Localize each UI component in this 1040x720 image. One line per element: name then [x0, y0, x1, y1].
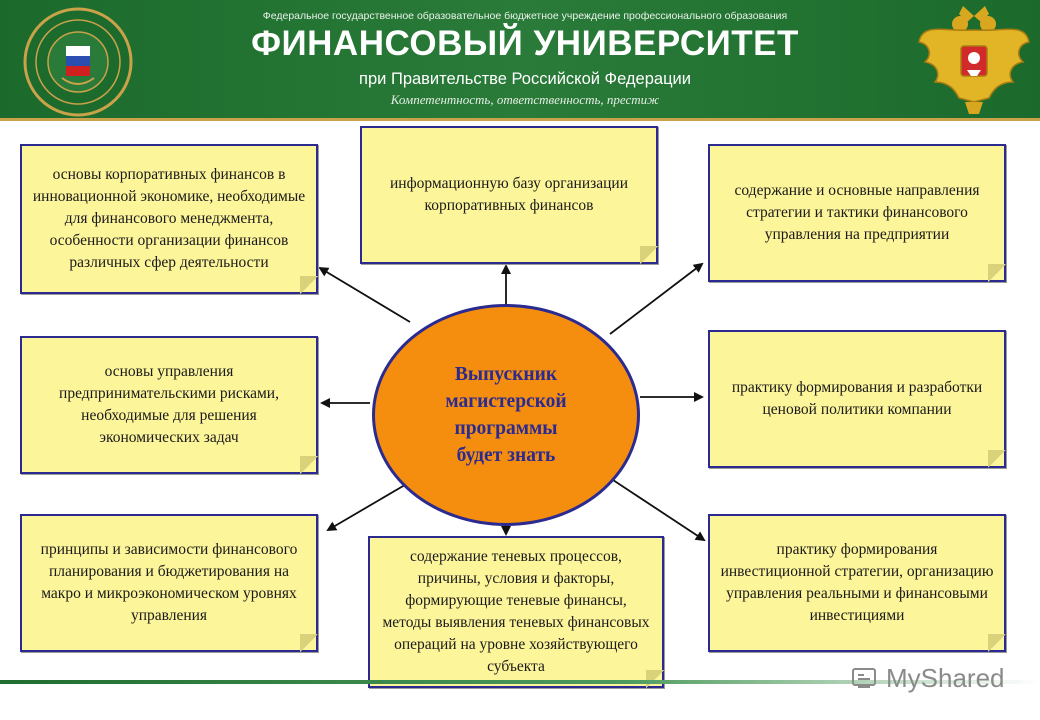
page-fold-icon	[646, 670, 664, 688]
box-top-right: содержание и основные направления страте…	[708, 144, 1006, 282]
box-bottom-left-text: принципы и зависимости финансового плани…	[40, 541, 298, 624]
page-fold-icon	[300, 634, 318, 652]
page-fold-icon	[988, 450, 1006, 468]
center-line-1: Выпускник	[454, 364, 558, 385]
box-top-left: основы корпоративных финансов в инноваци…	[20, 144, 318, 294]
header-background	[0, 0, 1040, 118]
box-top-center-text: информационную базу организации корпорат…	[389, 175, 629, 214]
box-bottom-center: содержание теневых процессов, причины, у…	[368, 536, 664, 688]
header-divider	[0, 118, 1040, 121]
page-fold-icon	[640, 246, 658, 264]
box-mid-left-text: основы управления предпринимательскими р…	[59, 363, 279, 446]
box-bottom-center-text: содержание теневых процессов, причины, у…	[382, 548, 650, 675]
center-line-4: будет знать	[456, 445, 556, 466]
page-fold-icon	[300, 276, 318, 294]
center-text: Выпускник магистерской программы будет з…	[421, 361, 591, 469]
box-bottom-right-text: практику формирования инвестиционной стр…	[720, 541, 994, 624]
myshared-logo-icon	[852, 668, 876, 688]
motto: Компетентность, ответственность, престиж	[390, 92, 660, 107]
center-oval: Выпускник магистерской программы будет з…	[372, 304, 640, 526]
russian-coat-of-arms-icon	[918, 6, 1030, 114]
footer-line	[0, 680, 1040, 684]
page-fold-icon	[300, 456, 318, 474]
arrow-top-left	[318, 266, 411, 323]
university-seal-icon	[23, 7, 133, 117]
box-mid-right-text: практику формирования и разработки ценов…	[731, 379, 983, 418]
box-bottom-left: принципы и зависимости финансового плани…	[20, 514, 318, 652]
arrow-bottom-right	[609, 477, 706, 542]
box-top-left-text: основы корпоративных финансов в инноваци…	[32, 166, 306, 271]
watermark: MyShared	[850, 660, 1010, 696]
center-line-3: программы	[454, 418, 558, 439]
arrow-bottom-left	[326, 481, 411, 532]
watermark-text: MyShared	[886, 662, 1005, 693]
page-subtitle: при Правительстве Российской Федерации	[359, 70, 691, 88]
page-fold-icon	[988, 264, 1006, 282]
box-bottom-right: практику формирования инвестиционной стр…	[708, 514, 1006, 652]
center-line-2: магистерской	[445, 391, 567, 412]
page-title: ФИНАНСОВЫЙ УНИВЕРСИТЕТ	[251, 24, 799, 63]
box-top-center: информационную базу организации корпорат…	[360, 126, 658, 264]
page-fold-icon	[988, 634, 1006, 652]
box-top-right-text: содержание и основные направления страте…	[734, 182, 980, 243]
header-banner	[0, 0, 1040, 118]
arrow-top-right	[609, 262, 704, 335]
box-mid-left: основы управления предпринимательскими р…	[20, 336, 318, 474]
box-mid-right: практику формирования и разработки ценов…	[708, 330, 1006, 468]
institution-line: Федеральное государственное образователь…	[262, 10, 788, 22]
